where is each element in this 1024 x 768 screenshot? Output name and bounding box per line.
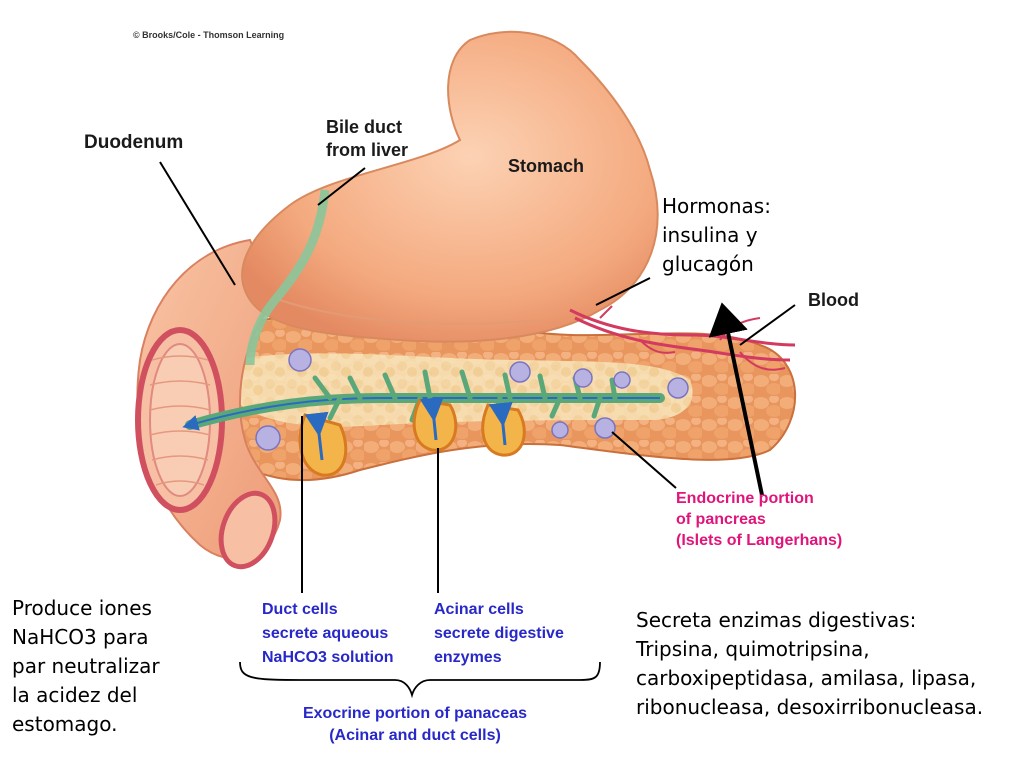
label-duodenum: Duodenum xyxy=(84,132,184,153)
label-duct-cells-line2: secrete aqueous xyxy=(262,625,389,642)
label-acinar-cells-line2: secrete digestive xyxy=(434,625,564,642)
note-produce-line3: par neutralizar xyxy=(12,654,160,678)
note-produce-line5: estomago. xyxy=(12,712,118,736)
label-exocrine: Exocrine portion of panaceas (Acinar and… xyxy=(0,703,830,747)
note-secreta: Secreta enzimas digestivas: Tripsina, qu… xyxy=(636,606,983,722)
label-blood: Blood xyxy=(808,290,859,310)
note-secreta-line1: Secreta enzimas digestivas: xyxy=(636,608,917,632)
label-exocrine-line1: Exocrine portion of panaceas xyxy=(302,705,528,722)
leader-lines xyxy=(159,161,796,593)
label-acinar-cells-line1: Acinar cells xyxy=(434,601,524,618)
note-secreta-line4: ribonucleasa, desoxirribonucleasa. xyxy=(636,695,984,719)
exocrine-bracket xyxy=(239,661,601,699)
label-endocrine: Endocrine portion of pancreas (Islets of… xyxy=(676,488,842,551)
stomach xyxy=(241,30,659,343)
label-endocrine-line2: of pancreas xyxy=(676,511,766,528)
acinar-units xyxy=(298,396,526,477)
hormone-arrow xyxy=(708,302,764,496)
note-hormonas: Hormonas: insulina y glucagón xyxy=(662,192,771,279)
note-hormonas-line2: insulina y xyxy=(662,223,758,247)
note-secreta-line3: carboxipeptidasa, amilasa, lipasa, xyxy=(636,666,977,690)
note-secreta-line2: Tripsina, quimotripsina, xyxy=(636,637,870,661)
note-produce-line4: la acidez del xyxy=(12,683,138,707)
label-bile-duct-line2: from liver xyxy=(326,140,409,160)
label-duct-cells: Duct cells secrete aqueous NaHCO3 soluti… xyxy=(262,598,394,670)
label-duct-cells-line3: NaHCO3 solution xyxy=(262,649,394,666)
islets-of-langerhans xyxy=(255,348,689,451)
label-exocrine-line2: (Acinar and duct cells) xyxy=(329,727,501,744)
label-endocrine-line3: (Islets of Langerhans) xyxy=(676,532,843,549)
label-bile-duct-line1: Bile duct xyxy=(326,117,403,137)
note-produce-line1: Produce iones xyxy=(12,596,152,620)
label-duct-cells-line1: Duct cells xyxy=(262,601,338,618)
note-produce-line2: NaHCO3 para xyxy=(12,625,149,649)
note-hormonas-line1: Hormonas: xyxy=(662,194,771,218)
label-acinar-cells: Acinar cells secrete digestive enzymes xyxy=(434,598,564,670)
label-endocrine-line1: Endocrine portion xyxy=(676,490,814,507)
note-produce: Produce iones NaHCO3 para par neutraliza… xyxy=(12,594,160,739)
label-stomach: Stomach xyxy=(508,156,585,176)
label-acinar-cells-line3: enzymes xyxy=(434,649,502,666)
label-bile-duct: Bile duct from liver xyxy=(326,116,408,162)
copyright: © Brooks/Cole - Thomson Learning xyxy=(133,30,284,40)
note-hormonas-line3: glucagón xyxy=(662,252,754,276)
